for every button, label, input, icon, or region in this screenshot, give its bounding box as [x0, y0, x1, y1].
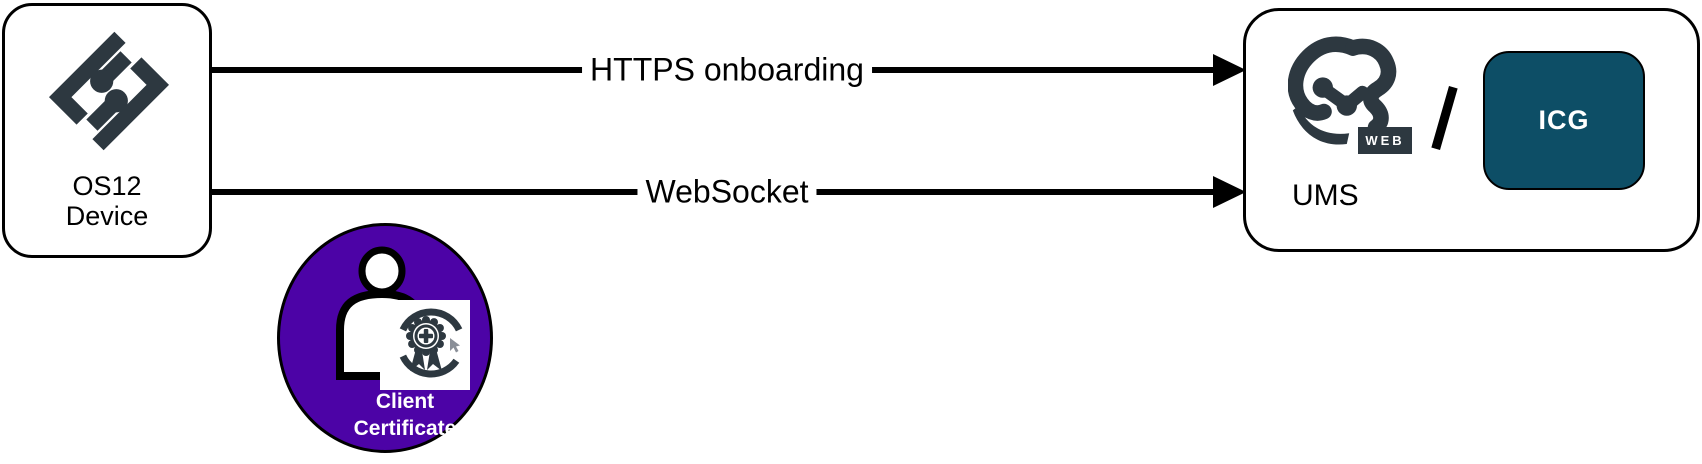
ums-box: WEB ICG UMS — [1243, 8, 1700, 252]
person-certificate-icon — [336, 246, 470, 390]
https-onboarding-arrowhead-icon — [1213, 54, 1246, 86]
igel-ums-web-logo-icon — [1288, 36, 1397, 145]
web-badge: WEB — [1358, 127, 1412, 154]
igel-os-logo-icon — [48, 31, 170, 151]
client-certificate-label: Client Certificate — [353, 390, 457, 440]
https-onboarding-label: HTTPS onboarding — [582, 51, 872, 89]
slash-separator — [1431, 85, 1458, 151]
os12-device-box: OS12 Device — [2, 3, 212, 258]
client-certificate-circle: Client Certificate — [277, 223, 493, 453]
device-label: OS12 Device — [65, 171, 149, 231]
icg-label: ICG — [1538, 105, 1590, 135]
icg-box: ICG — [1483, 51, 1645, 190]
award-rosette-plus-icon — [399, 308, 463, 378]
ums-label: UMS — [1292, 179, 1359, 212]
mouse-cursor-icon — [450, 338, 460, 353]
websocket-arrowhead-icon — [1213, 176, 1246, 208]
websocket-label: WebSocket — [637, 173, 817, 211]
